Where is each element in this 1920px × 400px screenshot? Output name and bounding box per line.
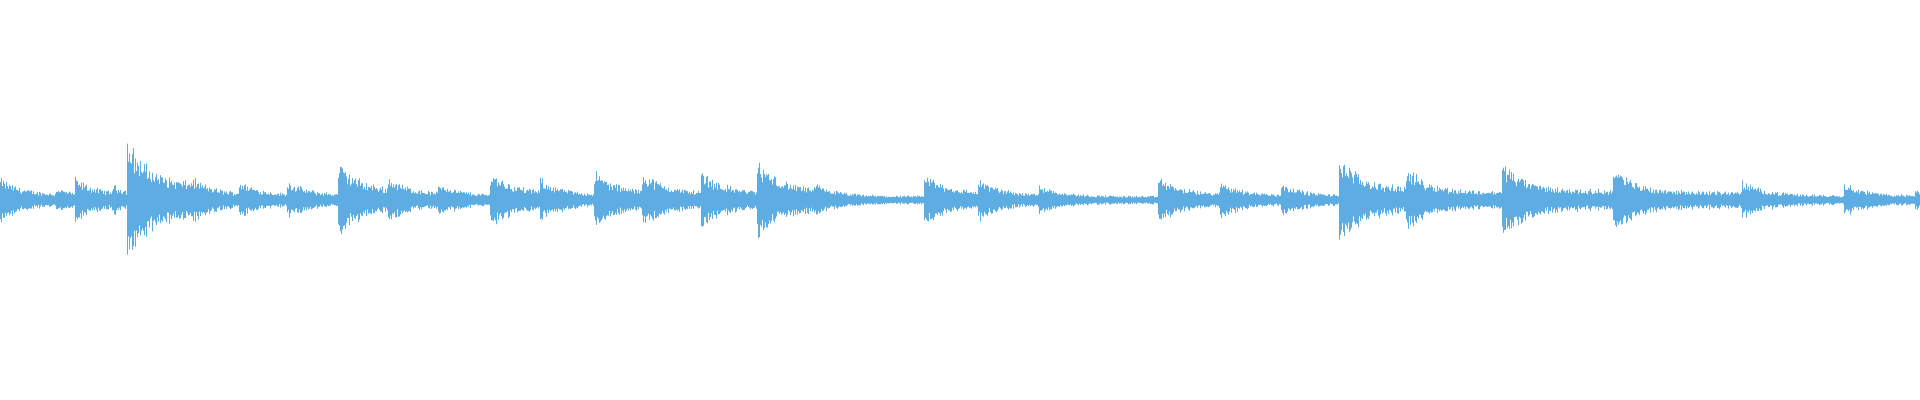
waveform-bars xyxy=(0,143,1920,255)
